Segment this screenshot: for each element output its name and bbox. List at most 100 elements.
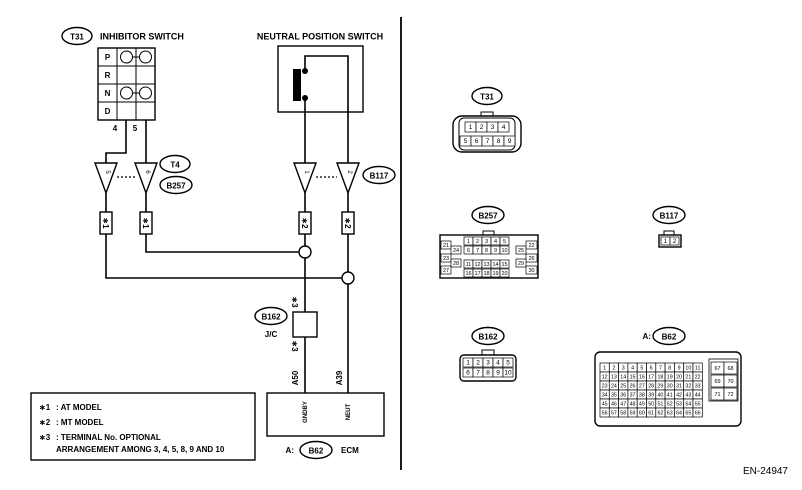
marker-at-1: ∗1 (99, 211, 113, 235)
b62-pin-14: 14 (620, 375, 626, 381)
marker-mt-2: ∗2 (341, 211, 355, 235)
b257-pin-5: 5 (503, 239, 506, 245)
svg-text:B117: B117 (660, 212, 679, 221)
position-d: D (105, 107, 111, 116)
t31-badge-view: T31 (471, 86, 503, 106)
b62-pin-45: 45 (602, 402, 608, 408)
b62-pin-23: 23 (602, 384, 608, 390)
b257-pin-20: 20 (501, 271, 507, 277)
b257-pin-26-cell (525, 253, 538, 263)
b62-pin-13: 13 (611, 375, 617, 381)
marker-at-2: ∗1 (139, 211, 153, 235)
b117-pin-2: 2 (673, 239, 677, 245)
b62-pin-27: 27 (639, 384, 645, 390)
b62-pin-6: 6 (650, 366, 653, 372)
figure-id: EN-24947 (743, 466, 788, 477)
legend-box: ∗1 : AT MODEL ∗2 : MT MODEL ∗3 : TERMINA… (30, 392, 256, 461)
jc-label: J/C (265, 330, 278, 339)
svg-text:B257: B257 (166, 182, 186, 191)
b62-pin-2: 2 (612, 366, 615, 372)
b62-pin-44: 44 (695, 393, 701, 399)
t31-pin-9-cell (503, 135, 516, 147)
b62-pin-26: 26 (630, 384, 636, 390)
ecm-pin-a39: A39 (335, 370, 344, 385)
b162-pin-10-cell (502, 367, 514, 378)
t4-connector: 5 6 (93, 162, 159, 196)
b62-pin-5: 5 (640, 366, 643, 372)
b62-pin-41: 41 (667, 393, 673, 399)
b257-pin-5-cell (499, 236, 510, 246)
b162-pin-6: 6 (466, 370, 470, 377)
position-p: P (105, 53, 111, 62)
b62-pin-65: 65 (685, 411, 691, 417)
t31-pin-5: 5 (464, 138, 468, 145)
b257-pin-27-cell (440, 265, 452, 275)
b257-badge: B257 (159, 175, 193, 195)
b257-pin-19: 19 (492, 271, 498, 277)
b62-pin-68: 68 (727, 366, 733, 372)
b62-pin-30: 30 (667, 384, 673, 390)
jc-mark-top: ∗3 (290, 296, 299, 308)
b257-pin-18: 18 (483, 271, 489, 277)
neutral-position-switch (277, 45, 364, 163)
b62-pin-20: 20 (676, 375, 682, 381)
ecm-box: GNDBY NEUT (266, 392, 385, 437)
b257-pin-10-cell (499, 245, 510, 255)
b62-pin-16: 16 (639, 375, 645, 381)
b62-pin-48: 48 (630, 402, 636, 408)
b62-pin-38: 38 (639, 393, 645, 399)
b62-pin-67: 67 (714, 366, 720, 372)
b257-pin-6: 6 (467, 248, 470, 254)
b62-pin-36: 36 (620, 393, 626, 399)
b257-pin-16: 16 (465, 271, 471, 277)
b257-badge-view: B257 (471, 205, 505, 225)
b162-pin-1: 1 (466, 360, 470, 367)
b62-pin-66-cell (692, 407, 703, 418)
b62-pin-46: 46 (611, 402, 617, 408)
inhibitor-switch-title: INHIBITOR SWITCH (100, 32, 184, 42)
b62-pin-21: 21 (685, 375, 691, 381)
b162-pin-8: 8 (486, 370, 490, 377)
b62-pin-7: 7 (659, 366, 662, 372)
b257-pin-3: 3 (485, 239, 488, 245)
legend-mark-1: ∗1 (39, 403, 51, 412)
b62-pin-8: 8 (668, 366, 671, 372)
b62-pin-43: 43 (685, 393, 691, 399)
t4-pin-5: 5 (104, 170, 110, 174)
b257-pin-12: 12 (474, 262, 480, 268)
b117-pin-2-cell (669, 236, 680, 246)
b62-pin-9: 9 (678, 366, 681, 372)
b62-pin-64: 64 (676, 411, 682, 417)
t31-pin-4-cell (497, 121, 510, 133)
b62-pin-12: 12 (602, 375, 608, 381)
b257-pin-29: 29 (518, 261, 524, 267)
inhibitor-pin-5: 5 (133, 124, 138, 133)
t31-pin-6: 6 (475, 138, 479, 145)
t4-badge: T4 (159, 154, 191, 174)
splice-point-1 (298, 245, 312, 259)
svg-text:T31: T31 (480, 93, 494, 102)
b62-pin-62: 62 (657, 411, 663, 417)
b162-pin-2: 2 (476, 360, 480, 367)
b257-pin-28-cell (450, 258, 462, 268)
b257-pin-25-cell (515, 245, 527, 255)
b257-pin-10: 10 (501, 248, 507, 254)
b62-pin-35: 35 (611, 393, 617, 399)
legend-text-4: ARRANGEMENT AMONG 3, 4, 5, 8, 9 AND 10 (56, 445, 225, 454)
b117-pin-1: 1 (664, 239, 668, 245)
b62-pin-60: 60 (639, 411, 645, 417)
b62-pin-68-cell (723, 361, 738, 375)
svg-text:B117: B117 (370, 172, 389, 181)
b62-pin-63: 63 (667, 411, 673, 417)
svg-text:B62: B62 (662, 333, 677, 342)
svg-text:∗2: ∗2 (300, 217, 309, 229)
b257-pin-21-cell (440, 240, 452, 250)
svg-text:∗1: ∗1 (141, 217, 150, 229)
b117-pin-2: 2 (346, 170, 352, 174)
b62-pin-70: 70 (727, 379, 733, 385)
t31-badge: T31 (61, 26, 93, 46)
